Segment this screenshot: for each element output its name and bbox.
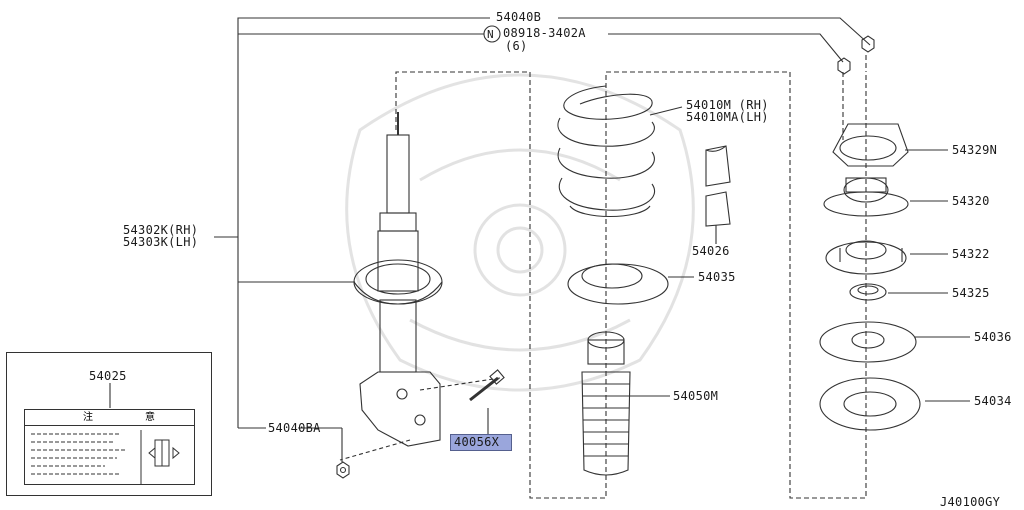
label-54010MA: 54010MA(LH) xyxy=(686,110,769,124)
spring-seat-icon xyxy=(567,263,669,305)
caution-word-1: 注 xyxy=(83,412,93,423)
label-54025: 54025 xyxy=(89,369,127,383)
caution-word-2: 意 xyxy=(145,412,155,423)
label-54325: 54325 xyxy=(952,286,990,300)
mount-insulator-icon xyxy=(823,177,909,217)
dashed-outlines xyxy=(395,55,867,499)
label-54302K: 54302K(RH) xyxy=(123,223,199,237)
circled-n-icon xyxy=(483,25,501,43)
label-54322: 54322 xyxy=(952,247,990,261)
mount-plate-icon xyxy=(832,123,909,167)
circled-n-letter: N xyxy=(487,28,494,41)
rubber-seat-icon xyxy=(819,377,921,431)
caution-text-lines xyxy=(31,433,125,475)
caution-label-card: 注 意 xyxy=(24,409,195,485)
bumper-block-icon xyxy=(705,145,731,227)
label-54010M: 54010M (RH) xyxy=(686,98,769,112)
nut-top-icon xyxy=(837,35,875,75)
mount-bracket-icon xyxy=(825,240,907,275)
caution-label-box: 54025 注 意 xyxy=(6,352,212,496)
label-40056X-highlighted[interactable]: 40056X xyxy=(450,434,512,451)
dust-boot-icon xyxy=(581,331,631,476)
coil-spring-icon xyxy=(557,85,655,218)
caution-label-graphic xyxy=(31,430,180,484)
bolt-icon xyxy=(469,369,505,402)
label-54320: 54320 xyxy=(952,194,990,208)
label-54040BA: 54040BA xyxy=(268,421,321,435)
label-08918-3402A: 08918-3402A xyxy=(503,26,586,40)
label-qty-6: (6) xyxy=(505,39,528,53)
caution-label-header: 注 意 xyxy=(25,410,194,426)
label-54040B: 54040B xyxy=(496,10,542,24)
label-54036: 54036 xyxy=(974,330,1012,344)
label-54034: 54034 xyxy=(974,394,1012,408)
diagram-code: J40100GY xyxy=(940,495,1001,509)
label-54329N: 54329N xyxy=(952,143,998,157)
label-54026: 54026 xyxy=(692,244,730,258)
nut-icon xyxy=(336,461,350,479)
strut-arrow-icon xyxy=(148,439,180,467)
watermark-emblem xyxy=(345,73,695,392)
label-54050M: 54050M xyxy=(673,389,719,403)
upper-seat-icon xyxy=(819,321,917,363)
strut-assembly-icon xyxy=(339,112,501,461)
label-54035: 54035 xyxy=(698,270,736,284)
bearing-icon xyxy=(849,283,887,301)
label-54303K: 54303K(LH) xyxy=(123,235,199,249)
